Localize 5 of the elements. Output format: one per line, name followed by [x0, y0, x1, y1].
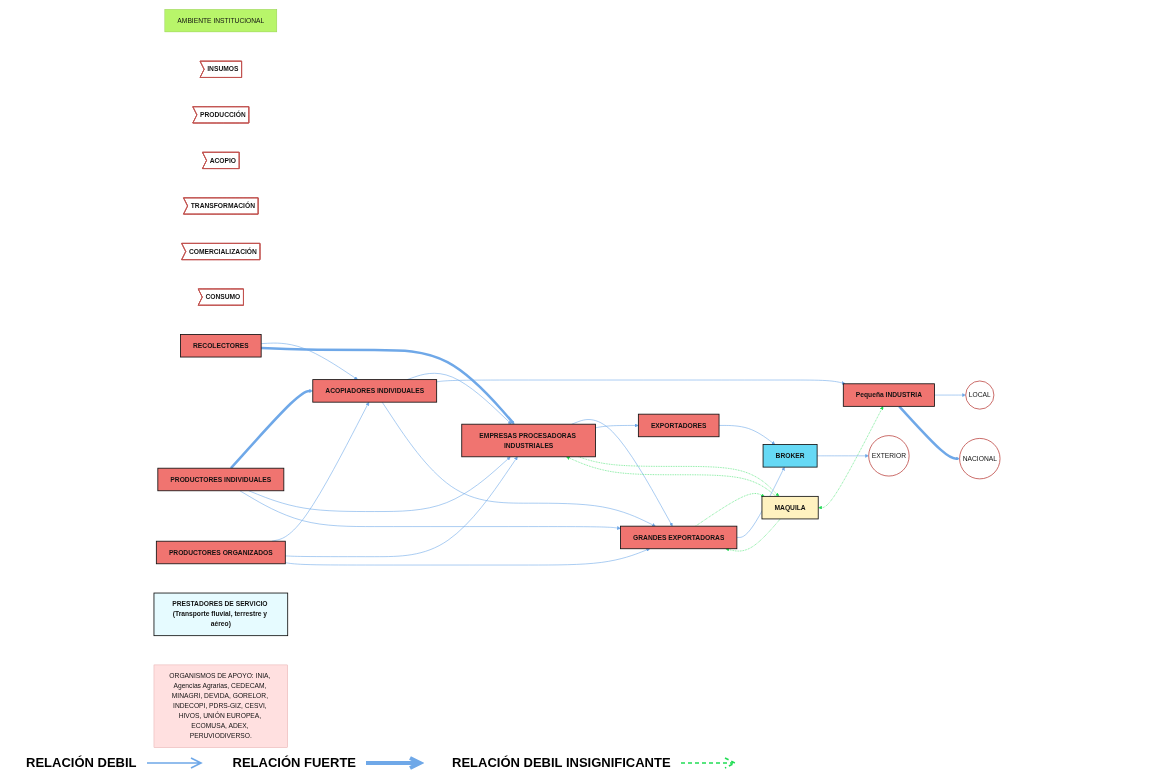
legend-label: RELACIÓN DEBIL INSIGNIFICANTE: [452, 755, 671, 770]
legend-label: RELACIÓN FUERTE: [232, 755, 356, 770]
legend-label: RELACIÓN DEBIL: [26, 755, 137, 770]
arrow: [230, 389, 313, 470]
arrow: [898, 405, 960, 461]
